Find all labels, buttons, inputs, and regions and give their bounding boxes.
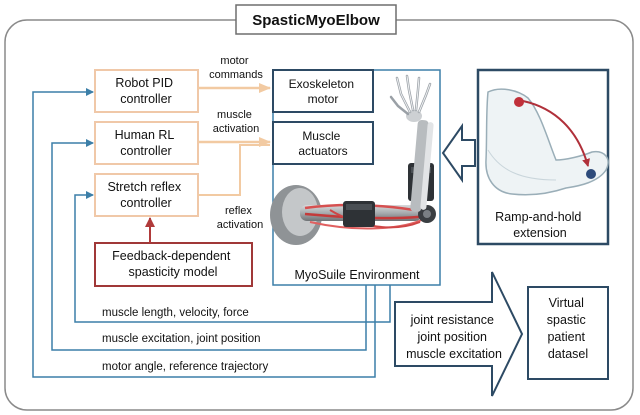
virtual-dataset-box — [527, 286, 609, 380]
exoskeleton-motor-box — [272, 69, 374, 113]
end-point — [586, 169, 596, 179]
ramp-trajectory-arrow — [522, 100, 590, 167]
spasticity-model-box — [94, 242, 253, 287]
motor-commands-label: motor commands — [209, 55, 263, 81]
feedback-line-excitation-position — [51, 139, 367, 351]
muscle-activation-label: muscle activation — [213, 109, 259, 135]
feedback-label-angle-reference: motor angle, reference trajectory — [102, 361, 268, 373]
stretch-reflex-label: Stretch reflex controller — [107, 180, 184, 210]
title-box — [235, 4, 397, 35]
feedback-line-muscle-lvf — [74, 191, 391, 323]
reflex-activation-label: reflex activation — [217, 205, 263, 231]
robot-pid-controller — [94, 69, 199, 113]
spasticity-model-label: Feedback-dependent spasticity model — [112, 249, 234, 279]
stimulus-input-arrow — [441, 122, 476, 184]
muscle-actuators-label: Muscle actuators — [298, 129, 347, 158]
ramp-and-hold-label: Ramp-and-hold extension — [495, 210, 585, 240]
muscle-fiber — [309, 218, 425, 230]
environment-label: MyoSuile Environment — [294, 268, 420, 282]
muscle-actuators-box — [272, 121, 374, 165]
forearm-bone — [410, 119, 429, 212]
reflex-activation-arrow — [198, 144, 270, 196]
muscle-fiber — [329, 209, 421, 229]
arm-outline-illustration — [485, 88, 609, 196]
outputs-label: joint resistance joint position muscle e… — [406, 313, 502, 361]
exoskeleton-motor-label: Exoskeleton motor — [289, 77, 358, 106]
human-rl-label: Human RL controller — [115, 128, 178, 158]
title: SpasticMyoElbow — [252, 12, 380, 29]
start-point — [514, 97, 524, 107]
feedback-label-excitation-position: muscle excitation, joint position — [102, 333, 261, 345]
feedback-label-muscle-lvf: muscle length, velocity, force — [102, 307, 249, 319]
outputs-arrow — [394, 271, 524, 397]
feedback-line-angle-reference — [32, 88, 376, 378]
robot-pid-label: Robot PID controller — [115, 76, 176, 106]
virtual-dataset-label: Virtual spastic patient datasel — [547, 296, 589, 361]
stretch-reflex-controller — [94, 173, 199, 217]
arm-outline — [485, 88, 609, 196]
